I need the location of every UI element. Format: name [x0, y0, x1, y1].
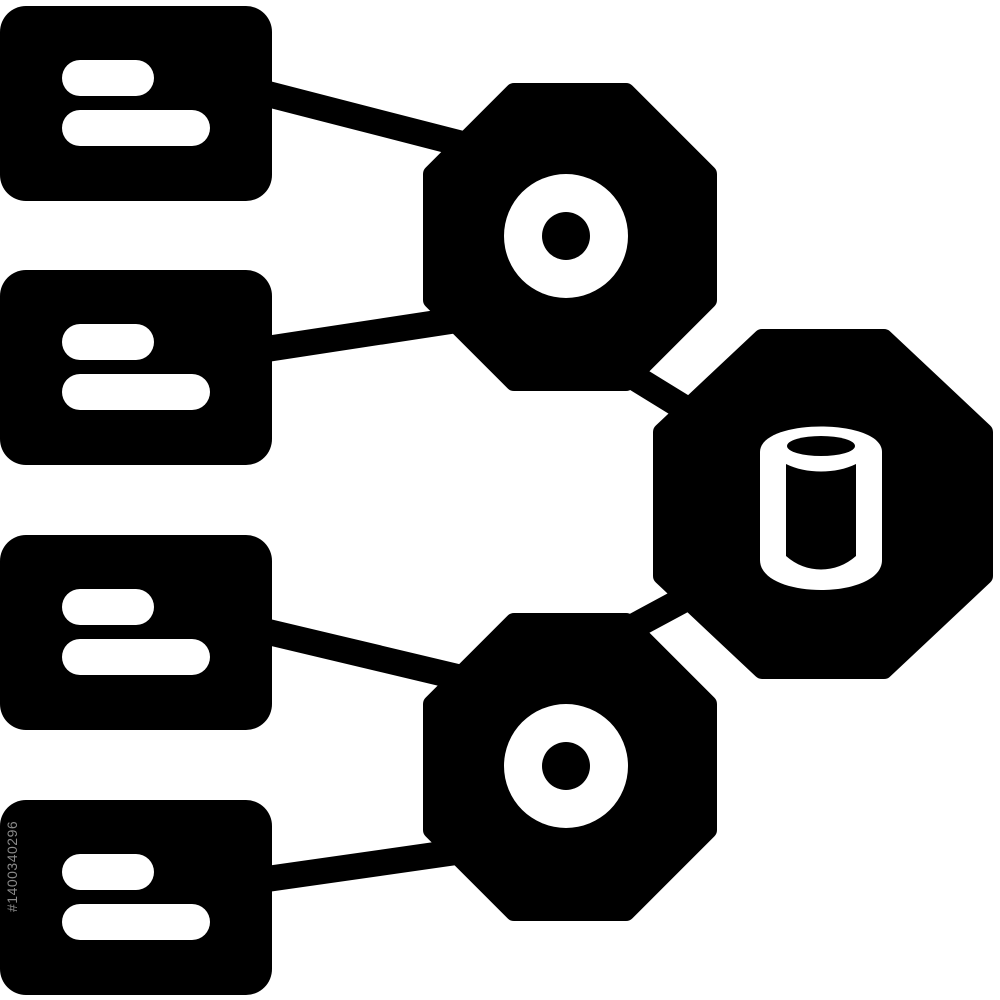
list-card	[0, 270, 272, 465]
list-line-short	[62, 60, 154, 96]
list-line-short	[62, 324, 154, 360]
gear-hub	[542, 742, 590, 790]
gear-node-icon	[423, 83, 717, 391]
list-line-long	[62, 374, 210, 410]
list-line-long	[62, 639, 210, 675]
list-card	[0, 800, 272, 995]
list-line-short	[62, 854, 154, 890]
database-cylinder-inner	[786, 464, 856, 570]
database-node-icon	[653, 329, 993, 679]
list-card	[0, 535, 272, 730]
connector-line	[247, 305, 483, 363]
database-cylinder-top	[787, 436, 855, 456]
connector-line	[247, 617, 483, 693]
gear-hub	[542, 212, 590, 260]
gear-node-icon	[423, 613, 717, 921]
list-card	[0, 6, 272, 201]
list-line-long	[62, 904, 210, 940]
list-line-long	[62, 110, 210, 146]
connector-line	[247, 837, 483, 893]
list-line-short	[62, 589, 154, 625]
connector-line	[247, 79, 483, 159]
